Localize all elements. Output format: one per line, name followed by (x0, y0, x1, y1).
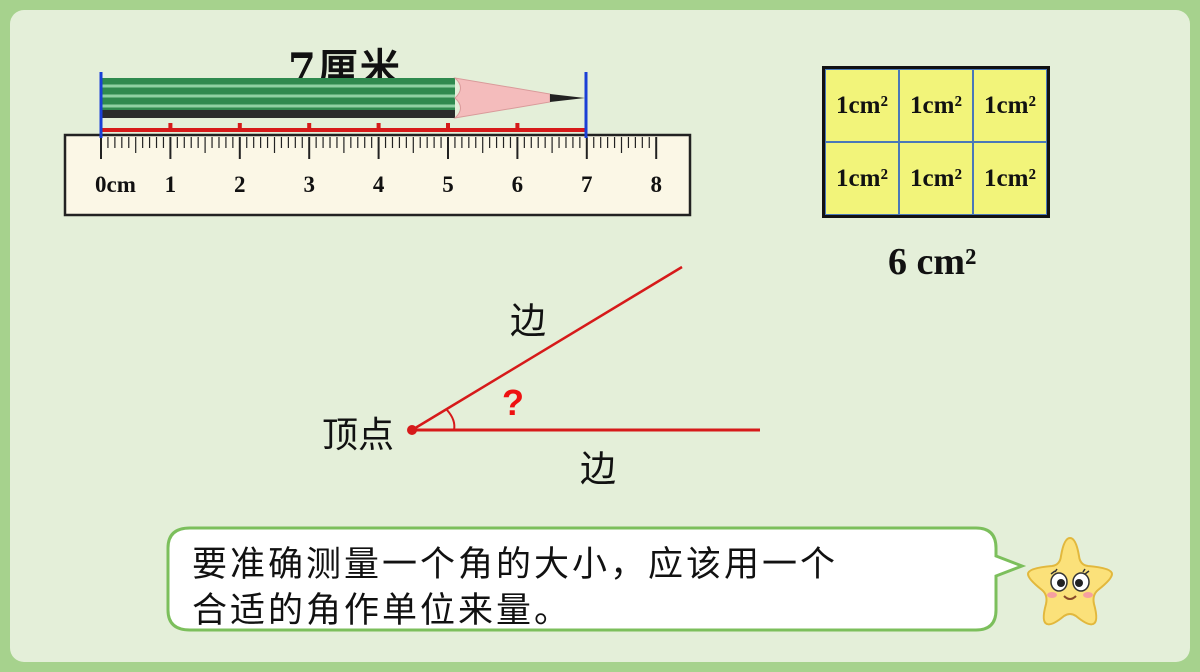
ruler-tick-label: 6 (512, 172, 524, 197)
ruler-tick-labels: 0cm 1 2 3 4 5 6 7 8 (95, 172, 662, 197)
speech-bubble (166, 526, 1027, 632)
ruler-diagram: 0cm 1 2 3 4 5 6 7 8 (63, 72, 692, 217)
bubble-line-2: 合适的角作单位来量。 (192, 591, 573, 631)
grid-cell: 1cm² (899, 69, 973, 142)
area-grid: 1cm² 1cm² 1cm² 1cm² 1cm² 1cm² (822, 66, 1050, 218)
pencil-wood (453, 77, 551, 119)
pencil-lead (550, 94, 585, 102)
vertex-dot (407, 425, 417, 435)
ruler-tick-label: 5 (442, 172, 454, 197)
area-total: 6 cm² (888, 241, 977, 283)
grid-cell: 1cm² (825, 142, 899, 215)
upper-side-label: 边 (510, 301, 547, 342)
pencil (101, 77, 585, 119)
grid-cell: 1cm² (973, 69, 1047, 142)
ruler-tick-label: 2 (234, 172, 246, 197)
ruler-major-ticks (100, 137, 658, 159)
grid-cell: 1cm² (973, 142, 1047, 215)
grid-cell: 1cm² (825, 69, 899, 142)
bubble-text: 要准确测量一个角的大小，应该用一个 合适的角作单位来量。 (192, 542, 1002, 634)
angle-question-mark: ? (502, 382, 524, 423)
ruler-tick-label: 4 (373, 172, 385, 197)
angle-side-upper (411, 265, 683, 432)
ruler-tick-label: 7 (581, 172, 593, 197)
measure-marks (168, 123, 520, 130)
ruler-tick-label: 3 (303, 172, 315, 197)
bubble-line-1: 要准确测量一个角的大小，应该用一个 (192, 545, 839, 585)
star-mascot-icon (1026, 536, 1114, 626)
ruler-tick-label: 1 (165, 172, 177, 197)
ruler-tick-label: 8 (650, 172, 662, 197)
angle-diagram (407, 265, 760, 435)
vertex-label: 顶点 (322, 415, 395, 456)
grid-cell: 1cm² (899, 142, 973, 215)
angle-arc (446, 409, 456, 431)
ruler-tick-label: 0cm (95, 172, 136, 197)
bubble-shape (166, 526, 1027, 632)
lower-side-label: 边 (580, 449, 617, 490)
ruler-minor-ticks (107, 137, 650, 153)
